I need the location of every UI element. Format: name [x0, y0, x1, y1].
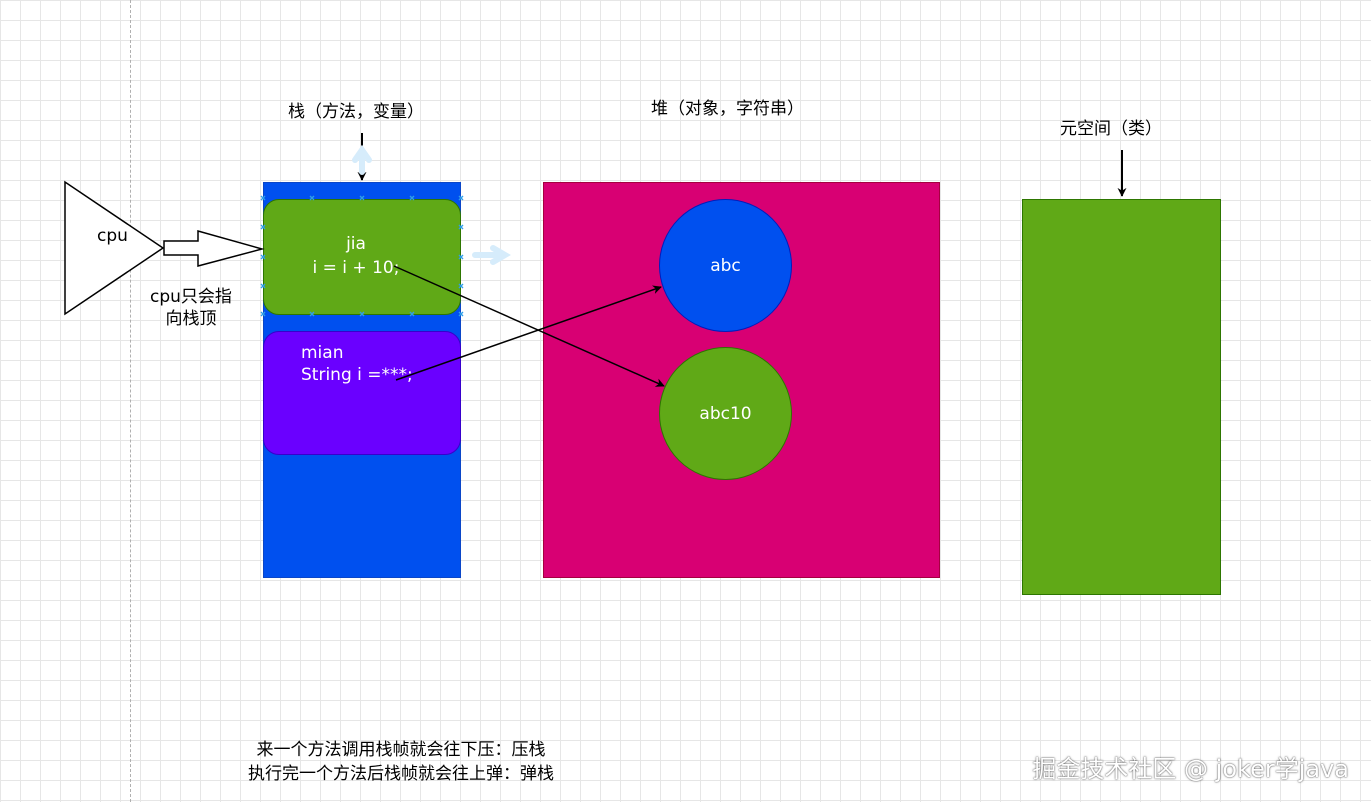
heap-object-abc[interactable]: abc — [659, 199, 792, 332]
cpu-note: cpu只会指 向栈顶 — [150, 286, 232, 330]
cpu-note-line1: cpu只会指 — [150, 287, 232, 307]
cpu-label: cpu — [97, 226, 128, 246]
metaspace-area[interactable] — [1022, 199, 1221, 595]
stack-frame-mian[interactable] — [263, 331, 461, 455]
frame-mian-name: mian — [301, 343, 344, 363]
stack-title: 栈（方法，变量） — [288, 102, 424, 122]
heap-object-abc-label: abc — [710, 255, 741, 276]
heap-object-abc10-label: abc10 — [699, 403, 752, 424]
frame-jia-code: i = i + 10; — [312, 258, 400, 278]
pop-note: 执行完一个方法后栈帧就会往上弹：弹栈 — [248, 764, 554, 784]
stack-notes: 来一个方法调用栈帧就会往下压：压栈 执行完一个方法后栈帧就会往上弹：弹栈 — [248, 738, 554, 786]
frame-jia-name: jia — [346, 234, 366, 254]
cpu-triangle[interactable] — [64, 180, 165, 316]
dashed-divider — [130, 0, 131, 802]
cpu-note-line2: 向栈顶 — [165, 309, 217, 329]
selection-handles — [260, 195, 464, 317]
mian-to-abc-arrow — [395, 285, 662, 381]
jia-to-abc10-arrow — [393, 265, 665, 387]
frame-mian-code: String i =***; — [301, 365, 413, 385]
heap-object-abc10[interactable]: abc10 — [659, 347, 792, 480]
heap-title: 堆（对象，字符串） — [651, 99, 804, 119]
hint-arrow-up — [352, 144, 372, 175]
metaspace-title: 元空间（类） — [1060, 119, 1162, 139]
stack-frame-jia-text: jia i = i + 10; — [263, 232, 449, 280]
hint-arrow-right — [472, 245, 511, 265]
cpu-pointer-arrow — [163, 230, 265, 267]
watermark: 掘金技术社区 @ joker学java — [1032, 755, 1349, 783]
push-note: 来一个方法调用栈帧就会往下压：压栈 — [256, 740, 546, 760]
stack-frame-mian-text: mian String i =***; — [301, 342, 413, 386]
